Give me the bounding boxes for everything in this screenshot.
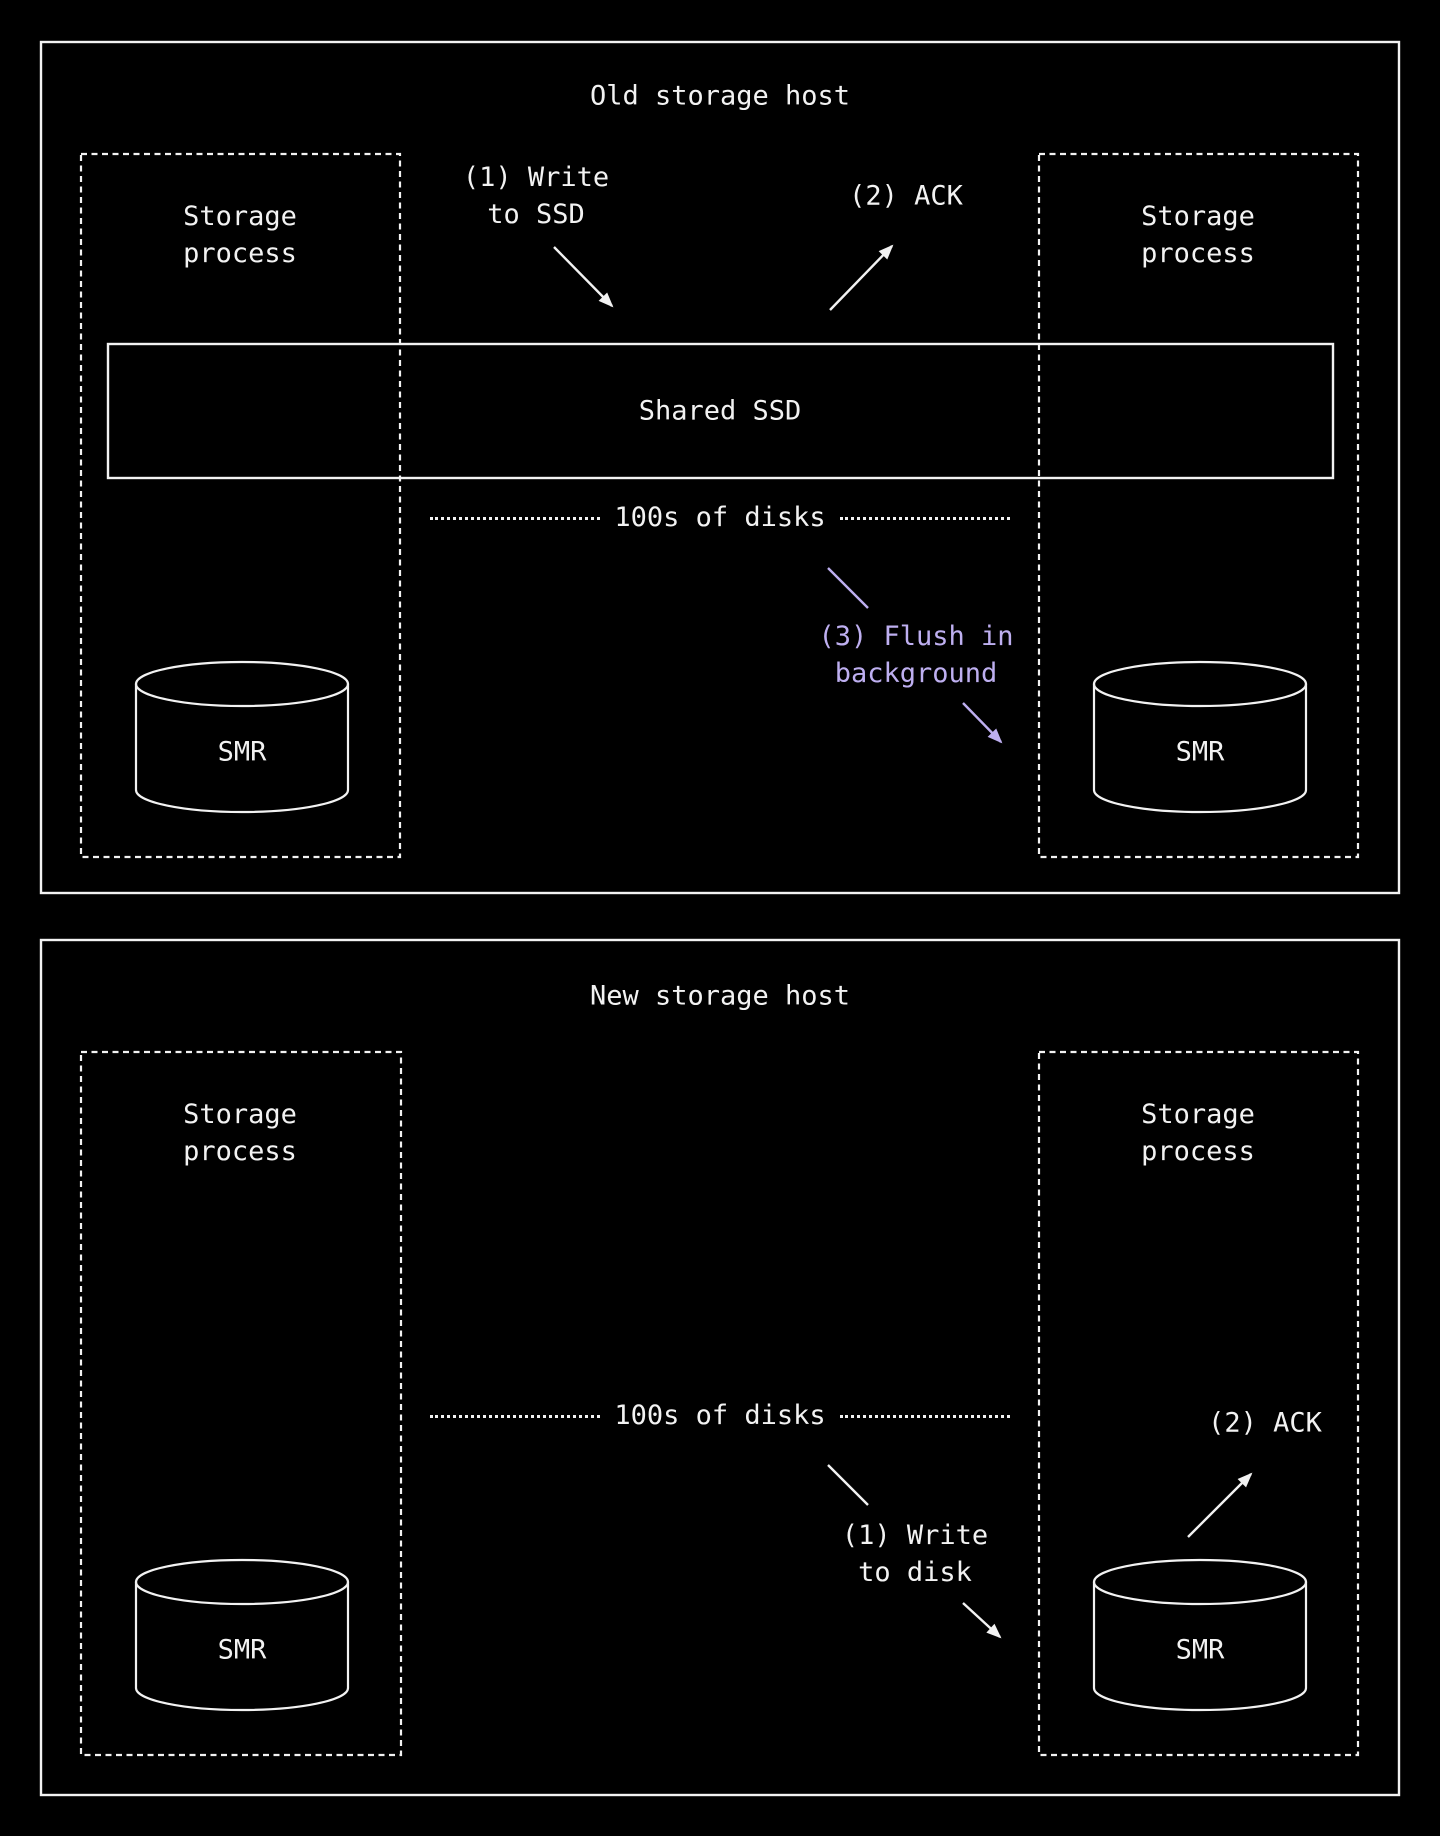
new-step1-line1: (1) Write: [841, 1520, 989, 1551]
old-host-title: Old storage host: [589, 80, 851, 112]
old-step3-flush-label: (3) Flush in background: [818, 618, 1013, 692]
new-host-panel-border: [39, 938, 1401, 1797]
new-right-smr-cylinder: [1092, 1558, 1308, 1712]
old-disks-label: 100s of disks: [614, 502, 826, 533]
old-left-storage-process-label: Storage process: [183, 198, 297, 272]
old-left-process-line1: Storage: [183, 201, 297, 232]
new-left-smr-label: SMR: [217, 1634, 267, 1666]
old-right-storage-process-box: [1037, 152, 1360, 859]
new-disks-label: 100s of disks: [614, 1400, 826, 1431]
new-left-smr-cylinder: [134, 1558, 350, 1712]
new-left-storage-process-label: Storage process: [183, 1096, 297, 1170]
old-write-to-ssd-arrow: [553, 246, 614, 308]
old-ack-arrow: [829, 244, 894, 311]
new-right-smr-label: SMR: [1175, 1634, 1225, 1666]
old-right-storage-process-label: Storage process: [1141, 198, 1255, 272]
new-left-process-line2: process: [183, 1136, 297, 1167]
old-flush-leader-line: [827, 567, 869, 609]
new-step1-write-label: (1) Write to disk: [842, 1517, 988, 1591]
old-step1-write-label: (1) Write to SSD: [463, 159, 609, 233]
old-step2-ack-label: (2) ACK: [849, 180, 963, 212]
new-disks-dotted-line-right: [839, 1414, 1011, 1418]
new-disks-dotted-line-left: [430, 1414, 601, 1418]
new-step2-ack-label: (2) ACK: [1208, 1407, 1322, 1439]
new-right-storage-process-box: [1037, 1050, 1360, 1757]
new-host-title: New storage host: [589, 980, 851, 1012]
old-flush-arrow: [962, 702, 1003, 744]
old-left-process-line2: process: [183, 238, 297, 269]
new-step1-line2: to disk: [858, 1557, 972, 1588]
old-disks-dotted-line-right: [839, 516, 1011, 520]
old-left-smr-cylinder: [134, 660, 350, 814]
old-step3-line1: (3) Flush in: [818, 621, 1014, 652]
old-left-smr-label: SMR: [217, 736, 267, 768]
new-disks-divider: 100s of disks: [430, 1400, 1011, 1432]
new-left-process-line1: Storage: [183, 1099, 297, 1130]
old-step1-line1: (1) Write: [462, 162, 610, 193]
new-ack-arrow: [1187, 1472, 1253, 1538]
new-write-leader-line: [827, 1464, 869, 1506]
old-step3-line2: background: [834, 658, 998, 689]
new-right-storage-process-label: Storage process: [1141, 1096, 1255, 1170]
new-left-storage-process-box: [79, 1050, 403, 1757]
new-write-to-disk-arrow: [962, 1602, 1002, 1639]
new-right-process-line1: Storage: [1141, 1099, 1255, 1130]
old-host-panel-border: [39, 40, 1401, 895]
old-disks-divider: 100s of disks: [430, 502, 1011, 534]
new-right-process-line2: process: [1141, 1136, 1255, 1167]
old-right-smr-label: SMR: [1175, 736, 1225, 768]
shared-ssd-box: [106, 342, 1335, 480]
shared-ssd-label: Shared SSD: [638, 395, 802, 427]
old-right-process-line1: Storage: [1141, 201, 1255, 232]
old-disks-dotted-line-left: [430, 516, 601, 520]
old-step1-line2: to SSD: [487, 199, 585, 230]
old-right-process-line2: process: [1141, 238, 1255, 269]
old-right-smr-cylinder: [1092, 660, 1308, 814]
old-left-storage-process-box: [79, 152, 402, 859]
